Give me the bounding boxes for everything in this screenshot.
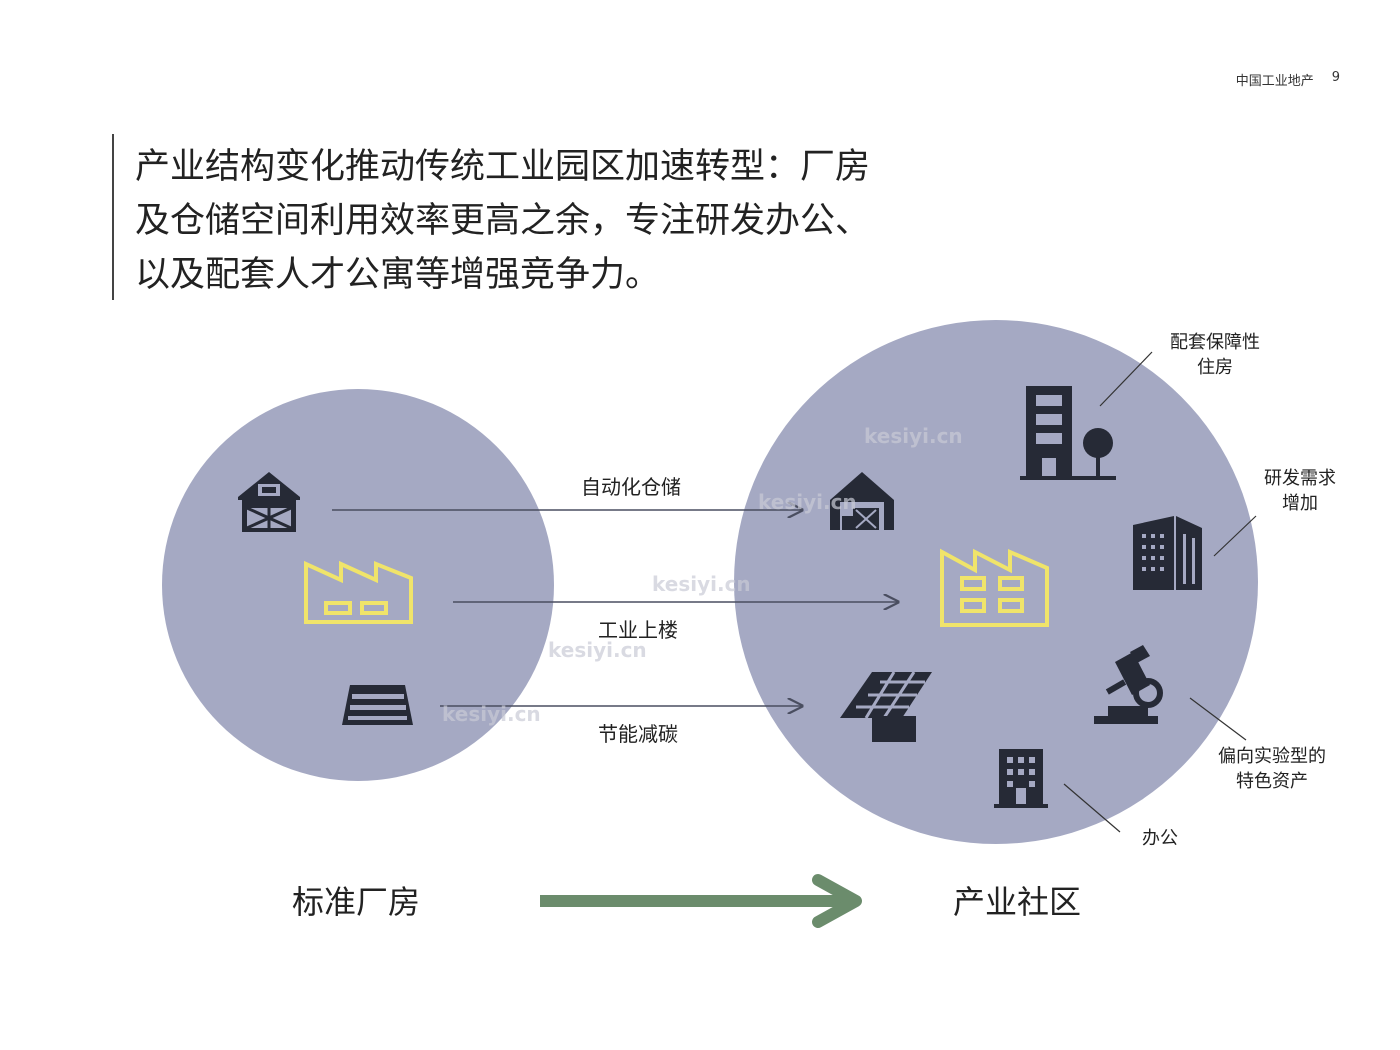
callout-line-lab [1189,697,1247,741]
callout-line-housing [1099,351,1153,407]
title-line-1: 产业结构变化推动传统工业园区加速转型：厂房 [135,147,871,187]
page-header: 中国工业地产 9 [1236,70,1340,89]
callout-housing-line-2: 住房 [1197,357,1233,378]
callout-line-rnd [1213,515,1257,557]
factory-outline-icon [304,560,413,624]
arrow-label-vertical-industry: 工业上楼 [598,618,678,642]
arrow-label-energy-saving: 节能减碳 [598,722,678,746]
callout-lab: 偏向实验型的 特色资产 [1218,744,1326,794]
apartment-tree-icon [1020,386,1116,480]
watermark-5: kesiyi.cn [442,702,541,726]
roof-plate-icon [342,685,413,725]
barn-warehouse-icon [238,472,300,532]
transition-arrow-head [812,874,862,928]
callout-rnd-line-1: 研发需求 [1264,468,1336,489]
callout-rnd-line-2: 增加 [1282,493,1318,514]
callout-lab-line-2: 特色资产 [1236,771,1308,792]
callout-housing: 配套保障性 住房 [1170,330,1260,380]
factory-community-icon [940,548,1049,627]
standard-plant-label: 标准厂房 [292,883,421,921]
title-line-3: 以及配套人才公寓等增强竞争力。 [135,255,661,295]
solar-panel-icon [840,671,932,742]
office-tower-icon [994,749,1048,808]
title-accent-bar [112,134,114,300]
page-title: 产业结构变化推动传统工业园区加速转型：厂房 及仓储空间利用效率更高之余，专注研发… [135,140,985,302]
publication-name: 中国工业地产 [1235,74,1314,89]
callout-rnd: 研发需求 增加 [1264,466,1336,516]
watermark-2: kesiyi.cn [758,490,857,514]
title-line-2: 及仓储空间利用效率更高之余，专注研发办公、 [135,201,871,241]
page-number: 9 [1331,70,1340,85]
watermark-3: kesiyi.cn [652,572,751,596]
arrow-label-automation: 自动化仓储 [581,475,681,499]
watermark-1: kesiyi.cn [864,424,963,448]
automated-warehouse-icon [830,472,894,530]
industrial-community-label: 产业社区 [953,883,1082,921]
callout-lab-line-1: 偏向实验型的 [1218,746,1326,767]
callout-housing-line-1: 配套保障性 [1170,332,1260,353]
callout-office: 办公 [1142,828,1178,849]
watermark-4: kesiyi.cn [548,638,647,662]
rnd-office-building-icon [1133,516,1202,590]
callout-line-office [1063,783,1121,833]
microscope-icon [1094,645,1163,724]
